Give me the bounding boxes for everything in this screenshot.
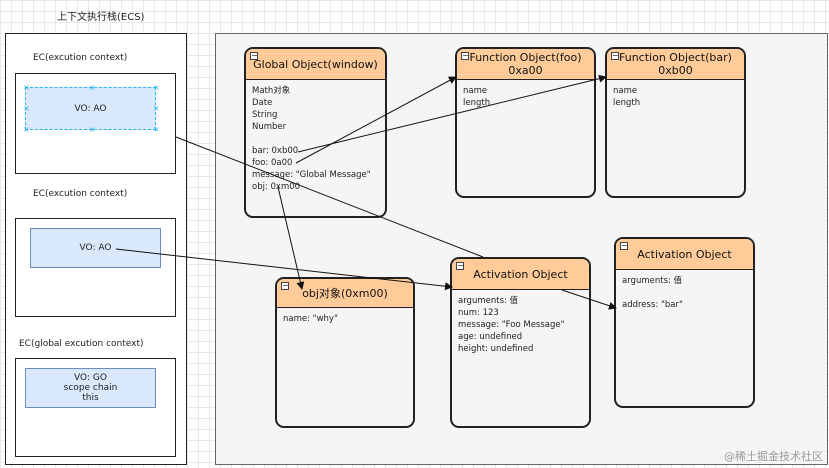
function-object-foo-address: 0xa00 bbox=[508, 64, 543, 77]
activation-object-1-title: Activation Object bbox=[473, 267, 568, 281]
watermark: @稀土掘金技术社区 bbox=[724, 450, 823, 463]
global-prop: Number bbox=[252, 122, 287, 132]
bar-prop: name bbox=[613, 86, 638, 96]
activation-object-1-body: arguments: 值 num: 123 message: "Foo Mess… bbox=[452, 290, 589, 360]
obj-object-title: obj对象(0xm00) bbox=[302, 286, 388, 300]
resize-handle-icon[interactable]: × bbox=[89, 83, 96, 92]
global-object-body: Math对象 Date String Number bar: 0xb00 foo… bbox=[246, 80, 385, 198]
function-object-bar-address: 0xb00 bbox=[658, 64, 693, 77]
global-prop: bar: 0xb00 bbox=[252, 146, 299, 156]
obj-object-header: − obj对象(0xm00) bbox=[277, 279, 413, 308]
activation-object-2-header: − Activation Object bbox=[616, 239, 753, 270]
vo-box-2[interactable]: VO: AO bbox=[30, 228, 161, 268]
activation-prop: age: undefined bbox=[458, 332, 523, 342]
foo-prop: name bbox=[463, 86, 488, 96]
activation-prop: address: "bar" bbox=[622, 300, 683, 310]
collapse-icon[interactable]: − bbox=[456, 261, 464, 270]
global-prop: String bbox=[252, 110, 278, 120]
activation-prop: arguments: 值 bbox=[622, 276, 683, 286]
function-object-foo-title: Function Object(foo) bbox=[469, 51, 582, 64]
global-prop: message: "Global Message" bbox=[252, 170, 371, 180]
collapse-icon[interactable]: − bbox=[620, 241, 628, 250]
resize-handle-icon[interactable]: × bbox=[23, 83, 30, 92]
global-prop: Math对象 bbox=[252, 86, 291, 96]
obj-prop: name: "why" bbox=[283, 314, 338, 324]
vo-line: scope chain bbox=[63, 383, 118, 393]
bar-prop: length bbox=[613, 98, 641, 108]
function-object-bar-body: name length bbox=[607, 80, 744, 114]
resize-handle-icon[interactable]: × bbox=[89, 125, 96, 134]
function-object-foo-node[interactable]: − Function Object(foo) 0xa00 name length bbox=[455, 47, 596, 198]
vo-line: VO: AO bbox=[74, 103, 107, 114]
vo-line: this bbox=[82, 393, 99, 403]
resize-handle-icon[interactable]: × bbox=[23, 125, 30, 134]
global-object-header: − Global Object(window) bbox=[246, 49, 385, 80]
ec-label-1: EC(excution context) bbox=[33, 53, 128, 63]
global-prop: obj: 0xm00 bbox=[252, 182, 301, 192]
activation-prop bbox=[622, 287, 747, 299]
activation-object-2-body: arguments: 值 address: "bar" bbox=[616, 270, 753, 316]
vo-box-1[interactable]: VO: AO × × × × × × × × bbox=[23, 83, 160, 134]
global-prop: foo: 0a00 bbox=[252, 158, 293, 168]
activation-prop: height: undefined bbox=[458, 344, 534, 354]
activation-object-1-header: − Activation Object bbox=[452, 259, 589, 290]
activation-object-2-title: Activation Object bbox=[637, 247, 732, 261]
activation-object-2-node[interactable]: − Activation Object arguments: 值 address… bbox=[614, 237, 755, 408]
collapse-icon[interactable]: − bbox=[461, 51, 469, 60]
function-object-foo-header: − Function Object(foo) 0xa00 bbox=[457, 49, 594, 80]
obj-object-body: name: "why" bbox=[277, 308, 413, 330]
vo-box-3[interactable]: VO: GO scope chain this bbox=[25, 368, 156, 408]
activation-prop: arguments: 值 bbox=[458, 296, 519, 306]
foo-prop: length bbox=[463, 98, 491, 108]
resize-handle-icon[interactable]: × bbox=[23, 104, 30, 113]
activation-prop: message: "Foo Message" bbox=[458, 320, 565, 330]
ecs-title: 上下文执行栈(ECS) bbox=[57, 12, 145, 23]
function-object-bar-header: − Function Object(bar) 0xb00 bbox=[607, 49, 744, 80]
collapse-icon[interactable]: − bbox=[250, 51, 258, 60]
function-object-bar-title: Function Object(bar) bbox=[619, 51, 732, 64]
activation-prop: num: 123 bbox=[458, 308, 499, 318]
global-prop: Date bbox=[252, 98, 273, 108]
resize-handle-icon[interactable]: × bbox=[153, 83, 160, 92]
global-prop bbox=[252, 133, 379, 145]
function-object-bar-node[interactable]: − Function Object(bar) 0xb00 name length bbox=[605, 47, 746, 198]
ec-label-2: EC(excution context) bbox=[33, 189, 128, 199]
vo-line: VO: GO bbox=[74, 373, 107, 383]
obj-object-node[interactable]: − obj对象(0xm00) name: "why" bbox=[275, 277, 415, 428]
global-object-title: Global Object(window) bbox=[253, 57, 378, 71]
collapse-icon[interactable]: − bbox=[611, 51, 619, 60]
vo-line: VO: AO bbox=[79, 243, 112, 253]
resize-handle-icon[interactable]: × bbox=[153, 104, 160, 113]
ec-label-3: EC(global excution context) bbox=[19, 339, 144, 349]
activation-object-1-node[interactable]: − Activation Object arguments: 值 num: 12… bbox=[450, 257, 591, 428]
function-object-foo-body: name length bbox=[457, 80, 594, 114]
collapse-icon[interactable]: − bbox=[281, 281, 289, 290]
resize-handle-icon[interactable]: × bbox=[153, 125, 160, 134]
global-object-node[interactable]: − Global Object(window) Math对象 Date Stri… bbox=[244, 47, 387, 218]
